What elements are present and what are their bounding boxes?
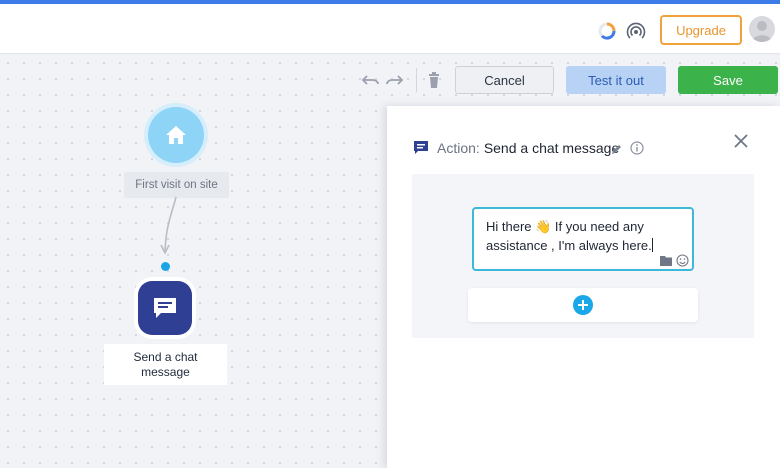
message-line-2: assistance , I'm always here. — [486, 238, 653, 253]
redo-icon[interactable] — [384, 71, 404, 89]
cancel-button[interactable]: Cancel — [455, 66, 554, 94]
save-button[interactable]: Save — [678, 66, 778, 94]
pencil-icon[interactable] — [611, 143, 623, 155]
info-icon[interactable] — [630, 141, 644, 155]
top-accent-bar — [0, 0, 780, 4]
panel-title-name: Send a chat message — [483, 140, 620, 156]
message-line-1: Hi there 👋 If you need any — [486, 219, 644, 234]
home-icon — [166, 126, 186, 144]
action-node[interactable] — [138, 281, 192, 335]
chat-message-icon — [154, 298, 176, 318]
undo-icon[interactable] — [361, 71, 381, 89]
message-input[interactable]: Hi there 👋 If you need any assistance , … — [472, 207, 694, 271]
trigger-node-label: First visit on site — [124, 172, 229, 198]
folder-icon[interactable] — [660, 255, 672, 266]
app-header: Upgrade — [0, 4, 780, 54]
panel-title: Action: Send a chat message — [413, 138, 619, 158]
emoji-icon[interactable] — [676, 254, 689, 267]
action-node-label: Send a chat message — [104, 344, 227, 385]
add-button[interactable] — [573, 295, 593, 315]
add-block-row[interactable] — [468, 288, 698, 322]
close-icon[interactable] — [733, 133, 749, 149]
connection-point[interactable] — [161, 262, 170, 271]
user-silhouette-icon — [752, 21, 772, 42]
plus-icon — [578, 300, 588, 310]
text-caret — [651, 238, 653, 252]
avatar[interactable] — [749, 16, 775, 42]
panel-title-prefix: Action: — [437, 140, 480, 156]
upgrade-button[interactable]: Upgrade — [660, 15, 742, 45]
chat-message-icon — [414, 141, 428, 154]
toolbar-separator — [416, 68, 417, 92]
test-it-out-button[interactable]: Test it out — [566, 66, 666, 94]
flow-connector — [160, 196, 177, 255]
broadcast-icon[interactable] — [625, 20, 647, 42]
trigger-node[interactable] — [148, 107, 204, 163]
trash-icon[interactable] — [424, 71, 444, 89]
loading-ring-icon[interactable] — [596, 20, 618, 42]
